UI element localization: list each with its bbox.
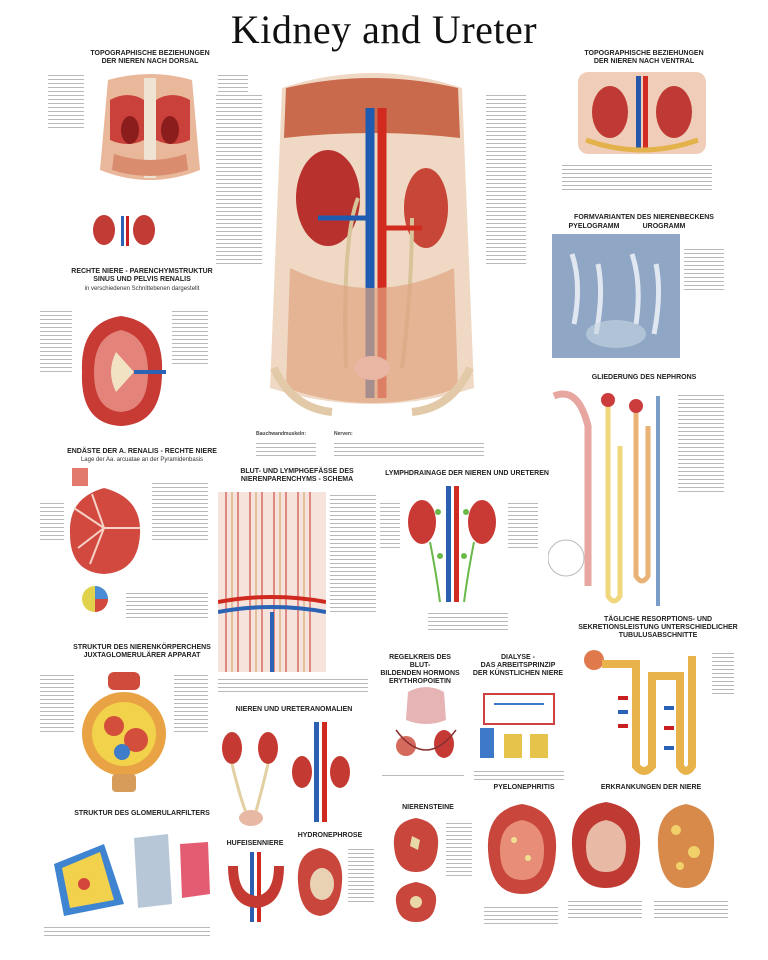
endaeste-legend-lines: [126, 590, 208, 621]
anomalies-illustration: [218, 718, 372, 828]
title-blut-lymph: BLUT- UND LYMPHGEFÄSSE DES NIERENPARENCH…: [240, 468, 354, 483]
glomerulus-lines-right: [174, 672, 208, 735]
dorsal-torso-illustration: [88, 70, 212, 188]
blut-lymph-legend-lines: [218, 676, 368, 695]
erkrankungen-legend-right: [654, 898, 728, 921]
title-resorption: TÄGLICHE RESORPTIONS- UND SEKRETIONSLEIS…: [578, 616, 738, 639]
glomerulus-illustration: [78, 670, 170, 794]
glomerular-legend-lines: [44, 924, 210, 939]
lymph-drainage-illustration: [400, 482, 504, 604]
title-hydronephrose: HYDRONEPHROSE: [297, 832, 363, 839]
hydro-lines: [348, 846, 374, 905]
xray-label-lines: [684, 246, 724, 293]
legend-muscles-lines: [256, 440, 316, 459]
endaeste-lines-right: [152, 480, 208, 543]
main-label-lines-right: [486, 92, 526, 267]
legend-nerves-heading: Nerven:: [334, 431, 353, 437]
endaeste-lines-left: [40, 500, 64, 543]
segment-diagram: [80, 584, 110, 614]
pyelonephritis-illustration: [484, 800, 560, 898]
title-rechte-niere: RECHTE NIERE - PARENCHYMSTRUKTUR SINUS U…: [71, 268, 213, 283]
glomerulus-lines-left: [40, 672, 74, 735]
erythropoietin-cycle-illustration: [388, 684, 464, 768]
parenchyma-vessels-illustration: [218, 492, 326, 672]
title-nierensteine: NIERENSTEINE: [402, 804, 454, 811]
title-nephron: GLIEDERUNG DES NEPHRONS: [591, 374, 697, 381]
erkrankungen-legend-left: [568, 898, 642, 921]
blut-lymph-lines: [330, 492, 376, 615]
legend-nerves-lines: [334, 440, 484, 459]
title-pyelonephritis: PYELONEPHRITIS: [493, 784, 555, 791]
dialysis-illustration: [474, 684, 566, 762]
dialyse-legend-lines: [474, 768, 564, 783]
rechte-niere-lines-left: [40, 308, 72, 375]
title-regelkreis: REGELKREIS DES BLUT- BILDENDEN HORMONS E…: [380, 654, 460, 685]
title-anomalien: NIEREN UND URETERANOMALIEN: [235, 706, 353, 713]
title-formvarianten: FORMVARIANTEN DES NIERENBECKENS: [574, 214, 714, 221]
main-label-lines-left: [216, 92, 262, 267]
dorsal-label-lines-left: [48, 72, 84, 131]
glomerular-filter-illustration: [44, 824, 214, 920]
subtitle-rechte-niere: in verschiedenen Schnittebenen dargestel…: [84, 286, 200, 292]
title-topo-dorsal: TOPOGRAPHISCHE BEZIEHUNGEN DER NIEREN NA…: [90, 50, 210, 65]
lymph-legend-lines: [428, 610, 508, 633]
kidney-cross-section: [76, 312, 166, 430]
lymph-lines-right: [508, 500, 538, 551]
resorption-lines-right: [712, 650, 734, 697]
renal-artery-illustration: [62, 468, 146, 580]
legend-muscles-heading: Bauchwandmuskeln:: [256, 431, 307, 437]
nephron-label-lines: [678, 392, 724, 495]
title-endaeste: ENDÄSTE DER A. RENALIS - RECHTE NIERE: [67, 448, 217, 455]
title-topo-ventral: TOPOGRAPHISCHE BEZIEHUNGEN DER NIEREN NA…: [584, 50, 704, 65]
regelkreis-legend-lines: [382, 772, 464, 779]
label-pyelogramm: PYELOGRAMM: [568, 223, 620, 230]
kidney-projection-illustration: [88, 212, 160, 248]
ventral-illustration: [576, 70, 708, 156]
title-erkrankungen: ERKRANKUNGEN DER NIERE: [600, 784, 702, 791]
lymph-lines-left: [380, 500, 400, 551]
main-abdomen-illustration: [262, 68, 482, 420]
stones-lines: [446, 820, 472, 879]
kidney-stones-illustration: [390, 816, 442, 874]
title-hufeisenniere: HUFEISENNIERE: [226, 840, 284, 847]
xray-image: [552, 234, 680, 358]
title-dialyse: DIALYSE - DAS ARBEITSPRINZIP DER KÜNSTLI…: [472, 654, 564, 677]
subtitle-endaeste: Lage der Aa. arcuatae an der Pyramidenba…: [80, 457, 204, 463]
title-lymphdrainage: LYMPHDRAINAGE DER NIEREN UND URETEREN: [385, 470, 549, 477]
title-struktur-nierenkoerperchen: STRUKTUR DES NIERENKÖRPERCHENS JUXTAGLOM…: [73, 644, 211, 659]
pyelo-legend-lines: [484, 904, 558, 927]
kidney-disease-illustration-2: [654, 800, 718, 892]
horseshoe-kidney-illustration: [222, 852, 290, 922]
poster-title: Kidney and Ureter: [230, 7, 538, 52]
rechte-niere-lines-right: [172, 308, 208, 367]
ventral-legend-lines: [562, 162, 712, 193]
tubulus-resorption-diagram: [580, 646, 710, 778]
title-glomerularfilter: STRUKTUR DES GLOMERULARFILTERS: [74, 810, 210, 817]
kidney-disease-illustration-1: [566, 798, 644, 892]
kidney-stones-illustration-2: [392, 880, 440, 924]
nephron-diagram: [548, 386, 674, 610]
hydronephrosis-illustration: [294, 844, 346, 924]
label-urogramm: UROGRAMM: [642, 223, 686, 230]
